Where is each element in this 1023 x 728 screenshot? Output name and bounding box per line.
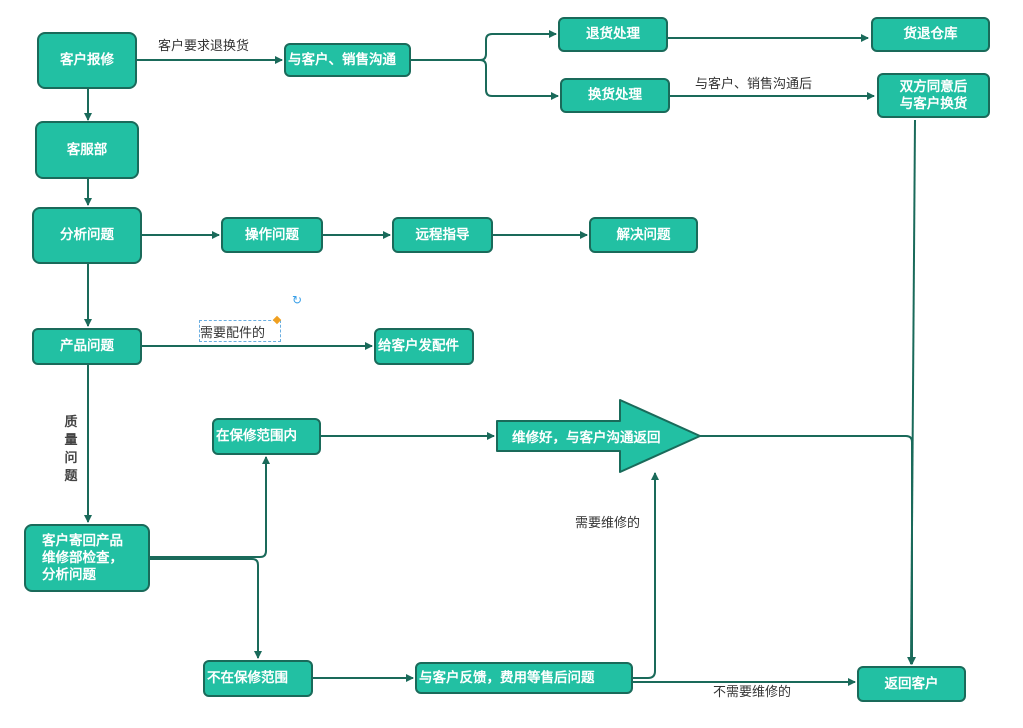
edge-communicate-exchange [479,59,559,100]
label-request-return: 客户要求退换货 [158,39,250,54]
node-communicate-sales[interactable]: 与客户、销售沟通 [284,43,411,77]
node-return-processing[interactable]: 退货处理 [558,17,668,52]
node-repaired-return[interactable]: 维修好，与客户沟通返回 [495,398,703,474]
block-arrow-shape [496,399,701,473]
edge-inspect-to-out-warranty [150,558,262,659]
node-solve-problem[interactable]: 解决问题 [589,217,698,253]
node-exchange-processing[interactable]: 换货处理 [560,78,670,113]
node-return-warehouse[interactable]: 货退仓库 [871,17,990,52]
node-product-problem[interactable]: 产品问题 [32,328,142,365]
node-remote-guidance[interactable]: 远程指导 [392,217,493,253]
label-quality-problem: 质 量 问 题 [64,415,78,484]
node-send-back-inspect[interactable]: 客户寄回产品 维修部检查， 分析问题 [24,524,150,592]
node-customer-repair[interactable]: 客户报修 [37,32,137,89]
edge-communicate-split [411,30,557,61]
repaired-return-label: 维修好，与客户沟通返回 [512,430,661,446]
edge-feedback-to-repaired [633,472,659,679]
node-in-warranty[interactable]: 在保修范围内 [212,418,321,455]
edge-inspect-to-in-warranty [150,456,270,558]
rotate-icon[interactable]: ↻ [292,293,303,307]
node-out-warranty[interactable]: 不在保修范围 [203,660,313,697]
node-operation-problem[interactable]: 操作问题 [221,217,323,253]
label-selection-box[interactable] [199,320,281,342]
node-return-customer[interactable]: 返回客户 [857,666,966,702]
node-feedback-fees[interactable]: 与客户反馈，费用等售后问题 [415,662,633,694]
node-analyze-problem[interactable]: 分析问题 [32,207,142,264]
label-no-repair: 不需要维修的 [713,685,792,700]
node-customer-service[interactable]: 客服部 [35,121,139,179]
label-need-parts: 需要配件的 [200,326,266,341]
node-send-parts[interactable]: 给客户发配件 [374,328,474,365]
edge-repaired-to-return [700,435,916,665]
node-agree-exchange[interactable]: 双方同意后 与客户换货 [877,73,990,118]
label-need-repair: 需要维修的 [575,516,641,531]
label-after-communicate: 与客户、销售沟通后 [695,77,813,92]
